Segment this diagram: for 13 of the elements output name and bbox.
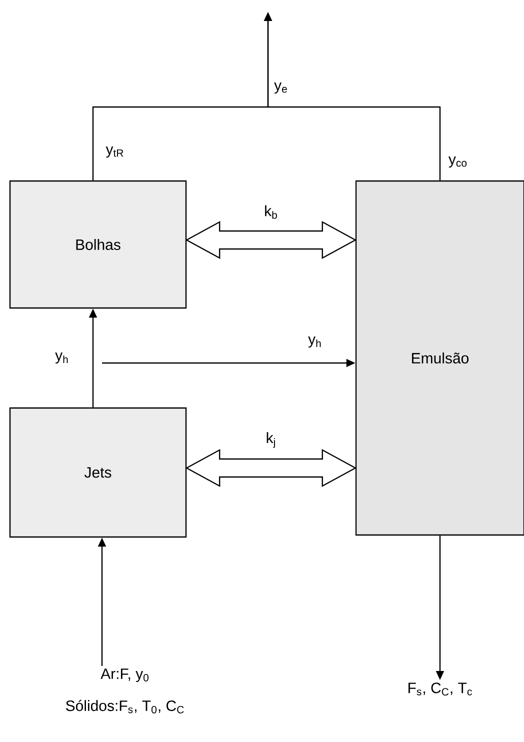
process-box: Jets [9, 407, 187, 538]
stream-label: Ar:F, y$_{0}$ [100, 668, 148, 682]
edge-label: y$_{h}$ [55, 352, 68, 364]
stream-label: F$_{s}$, C$_{C}$, T$_{c}$ [408, 682, 472, 696]
stream-label: Sólidos:F$_{s}$, T$_{0}$, C$_{C}$ [66, 700, 184, 714]
flow-label: y$_{e}$ [274, 82, 287, 94]
edge-label: k$_{b}$ [265, 205, 277, 219]
edge-label: y$_{tR}$ [106, 146, 124, 158]
edge-label: y$_{co}$ [448, 156, 467, 168]
edge-label: y$_{h}$ [308, 336, 321, 348]
process-box: Bolhas [9, 180, 187, 309]
process-box: Emulsão [355, 180, 524, 536]
edge-label: k$_{j}$ [266, 432, 275, 448]
